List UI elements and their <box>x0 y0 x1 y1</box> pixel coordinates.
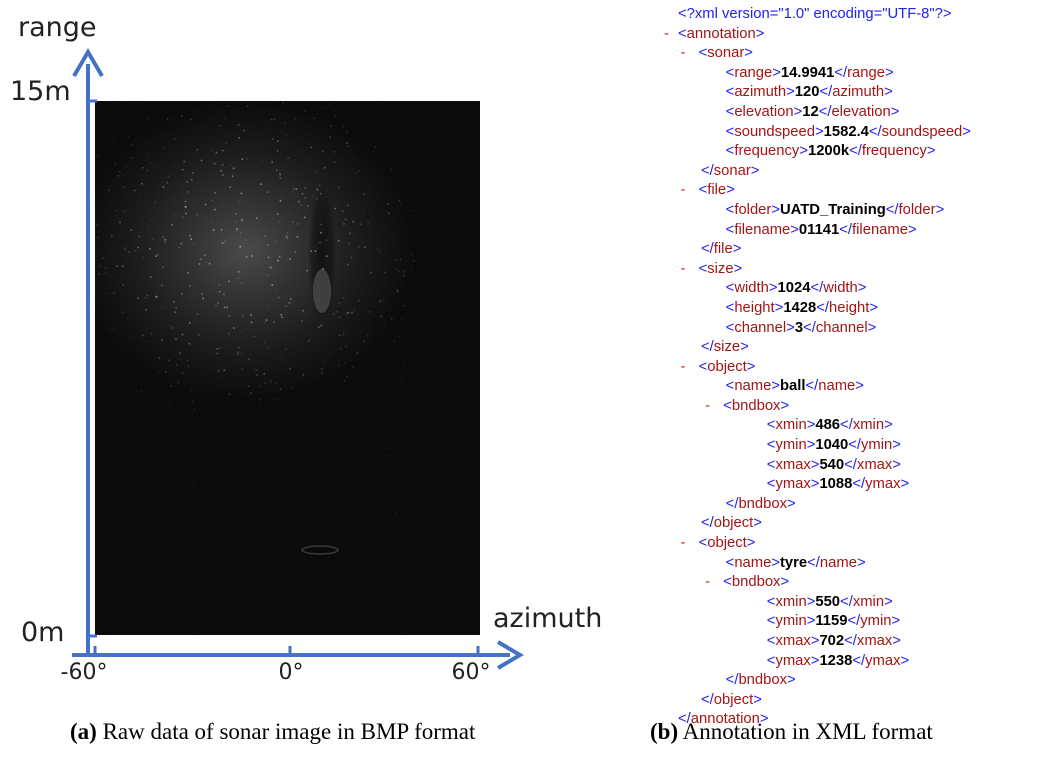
xml-channel: <channel>3</channel> <box>725 319 877 336</box>
sonar-image <box>95 101 480 635</box>
y-axis-arrowhead <box>72 48 104 78</box>
x-tick-label-neg60: -60° <box>60 660 108 685</box>
x-tick-label-60: 60° <box>451 660 491 685</box>
xml-range: <range>14.9941</range> <box>725 64 894 81</box>
xml-sonar-open: - <sonar> <box>680 45 753 62</box>
caption-a: (a) Raw data of sonar image in BMP forma… <box>70 719 475 745</box>
x-axis-arrowhead <box>496 640 524 670</box>
xml-bndbox-close: </bndbox> <box>725 672 796 689</box>
xml-soundspeed: <soundspeed>1582.4</soundspeed> <box>725 123 971 140</box>
xml-ymin: <ymin>1040</ymin> <box>766 437 901 454</box>
xml-height: <height>1428</height> <box>725 299 878 316</box>
xml-size-open: - <size> <box>680 260 743 277</box>
xml-annotation-open: -<annotation> <box>664 25 765 42</box>
caption-b-text: Annotation in XML format <box>678 719 933 744</box>
x-tick-label-0: 0° <box>278 660 304 685</box>
xml-declaration: <?xml version="1.0" encoding="UTF-8"?> <box>678 6 952 22</box>
sonar-speckle <box>95 101 480 635</box>
x-axis-title: azimuth <box>493 603 603 634</box>
xml-xmin: <xmin>550</xmin> <box>766 593 893 610</box>
xml-frequency: <frequency>1200k</frequency> <box>725 143 936 160</box>
xml-object-open: - <object> <box>680 358 756 375</box>
xml-xmax: <xmax>702</xmax> <box>766 633 901 649</box>
xml-file-open: - <file> <box>680 182 735 199</box>
xml-object-close: </object> <box>701 515 762 532</box>
y-axis-top-label: 15m <box>10 76 71 107</box>
xml-width: <width>1024</width> <box>725 280 867 297</box>
xml-ymax: <ymax>1238</ymax> <box>766 652 910 669</box>
xml-object-close: </object> <box>701 691 762 708</box>
xml-elevation: <elevation>12</elevation> <box>725 103 900 120</box>
xml-folder: <folder>UATD_Training</folder> <box>725 201 945 218</box>
caption-a-label: (a) <box>70 719 97 744</box>
xml-bndbox-open: - <bndbox> <box>705 574 790 591</box>
xml-size-close: </size> <box>701 339 749 356</box>
caption-a-text: Raw data of sonar image in BMP format <box>96 719 476 744</box>
xml-filename: <filename>01141</filename> <box>725 221 917 238</box>
caption-b-label: (b) <box>650 719 679 744</box>
xml-object-open: - <object> <box>680 535 756 552</box>
y-axis-bottom-label: 0m <box>21 617 65 648</box>
xml-azimuth: <azimuth>120</azimuth> <box>725 84 893 101</box>
xml-ymin: <ymin>1159</ymin> <box>766 613 901 630</box>
xml-bndbox-close: </bndbox> <box>725 495 796 512</box>
xml-sonar-close: </sonar> <box>701 162 760 179</box>
xml-xmax: <xmax>540</xmax> <box>766 456 901 473</box>
xml-file-close: </file> <box>701 241 742 258</box>
y-axis-title: range <box>18 12 97 43</box>
xml-bndbox-open: - <bndbox> <box>705 397 790 414</box>
xml-annotation: <?xml version="1.0" encoding="UTF-8"?> -… <box>664 5 971 730</box>
xml-ymax: <ymax>1088</ymax> <box>766 476 910 493</box>
xml-annotation-close: </annotation> <box>678 711 769 728</box>
xml-object-name: <name>tyre</name> <box>725 554 866 571</box>
caption-b: (b) Annotation in XML format <box>650 719 933 745</box>
xml-xmin: <xmin>486</xmin> <box>766 417 893 434</box>
xml-object-name: <name>ball</name> <box>725 378 864 395</box>
